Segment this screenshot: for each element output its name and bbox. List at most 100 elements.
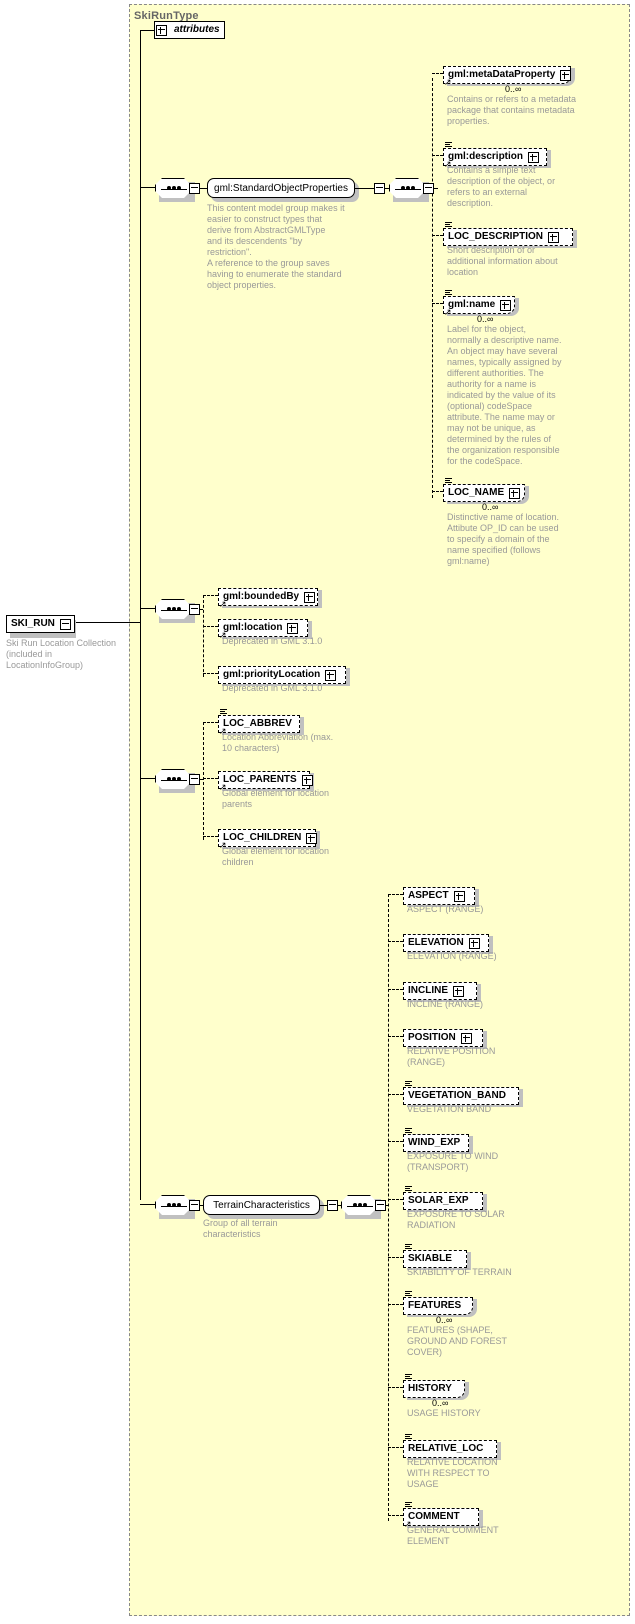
type-frame <box>129 4 630 1616</box>
element-doc: RELATIVE LOCATION WITH RESPECT TO USAGE <box>407 1457 498 1489</box>
spine-location-children <box>203 595 204 677</box>
simple-type-icon <box>405 1081 412 1087</box>
connector-line <box>388 1141 403 1142</box>
element-vegetation-band[interactable]: VEGETATION_BAND <box>403 1081 519 1105</box>
global-ref-arrow-icon: ↗ <box>219 599 227 609</box>
wire-sop-seq <box>383 188 389 189</box>
element-doc: ASPECT (RANGE) <box>407 904 484 914</box>
global-ref-arrow-icon: ↗ <box>444 159 452 169</box>
root-element-label: SKI_RUN <box>11 618 55 629</box>
wire-sop-in <box>355 188 374 189</box>
sequence-compositor-3[interactable] <box>155 599 191 619</box>
element-position[interactable]: POSITION <box>403 1027 483 1047</box>
root-element-ski-run[interactable]: SKI_RUN <box>6 613 75 633</box>
expand-toggle-icon[interactable] <box>287 622 299 634</box>
element-label: gml:location <box>223 622 283 633</box>
expand-toggle-icon[interactable] <box>528 151 540 163</box>
global-ref-arrow-icon: ↗ <box>219 840 227 850</box>
expand-toggle-icon[interactable] <box>301 774 313 786</box>
element-label: SOLAR_EXP <box>408 1195 469 1206</box>
element-gml-location[interactable]: gml:location↗ <box>218 617 308 640</box>
wire-seq1-grp <box>198 188 207 189</box>
wire-attributes <box>140 30 154 31</box>
expand-toggle-icon[interactable] <box>453 985 464 997</box>
terrain-group-collapse-toggle-icon[interactable] <box>327 1200 338 1211</box>
element-label: RELATIVE_LOC <box>408 1443 484 1454</box>
element-loc-name[interactable]: LOC_NAME <box>443 478 525 502</box>
expand-toggle-icon[interactable] <box>460 1032 472 1044</box>
seq3-collapse-toggle-icon[interactable] <box>189 604 200 615</box>
attributes-node[interactable]: attributes <box>154 21 225 41</box>
element-gml-prioritylocation[interactable]: gml:priorityLocation <box>218 664 346 684</box>
global-ref-arrow-icon: ↗ <box>404 1519 412 1529</box>
element-gml-description[interactable]: gml:description↗ <box>443 142 547 169</box>
spine-loc-children <box>203 722 204 840</box>
wire-seq4-spine <box>198 779 203 780</box>
element-gml-metadataproperty[interactable]: gml:metaDataProperty↗ <box>443 64 572 87</box>
global-ref-arrow-icon: ↗ <box>444 307 452 317</box>
element-label: HISTORY <box>408 1383 452 1394</box>
element-solar-exp[interactable]: SOLAR_EXP <box>403 1186 483 1210</box>
element-comment[interactable]: COMMENT↗ <box>403 1502 479 1529</box>
element-loc-children[interactable]: LOC_CHILDREN↗ <box>218 827 318 850</box>
connector-line <box>203 626 218 627</box>
element-skiable[interactable]: SKIABLE <box>403 1244 467 1268</box>
seq2-collapse-toggle-icon[interactable] <box>423 183 434 194</box>
expand-toggle-icon[interactable] <box>548 231 560 243</box>
connector-line <box>432 73 443 74</box>
expand-toggle-icon[interactable] <box>453 890 465 902</box>
element-loc-parents[interactable]: LOC_PARENTS↗ <box>218 769 313 792</box>
simple-type-icon <box>445 222 452 228</box>
model-group-terrain-characteristics[interactable]: TerrainCharacteristics <box>203 1195 320 1215</box>
seq1-collapse-toggle-icon[interactable] <box>189 183 200 194</box>
element-label: FEATURES <box>408 1300 462 1311</box>
sequence-compositor-6[interactable] <box>341 1195 377 1215</box>
expand-toggle-icon[interactable] <box>560 69 572 81</box>
wire-seq5-grp <box>198 1205 207 1206</box>
element-label: ELEVATION <box>408 937 464 948</box>
element-loc-description[interactable]: LOC_DESCRIPTION <box>443 222 573 246</box>
element-label: LOC_CHILDREN <box>223 832 302 843</box>
sop-collapse-toggle-icon[interactable] <box>374 183 385 194</box>
connector-line <box>203 595 218 596</box>
expand-toggle-icon[interactable] <box>325 669 337 681</box>
element-gml-boundedby[interactable]: gml:boundedBy↗ <box>218 586 318 609</box>
element-doc: Distinctive name of location. Attibute O… <box>447 512 560 566</box>
sequence-compositor-5[interactable] <box>155 1195 191 1215</box>
wire-seq6-spine <box>384 1205 388 1206</box>
element-doc: INCLINE (RANGE) <box>407 999 484 1009</box>
sequence-compositor-4[interactable] <box>155 769 191 789</box>
connector-line <box>432 303 443 304</box>
global-ref-arrow-icon: ↗ <box>444 77 452 87</box>
expand-toggle-icon[interactable] <box>468 937 480 949</box>
wire-seq3 <box>140 608 155 609</box>
collapse-toggle-icon[interactable] <box>59 618 71 630</box>
expand-toggle-icon[interactable] <box>500 299 512 311</box>
wire-terrain-grp-out <box>320 1205 327 1206</box>
element-aspect[interactable]: ASPECT <box>403 885 475 905</box>
expand-toggle-icon[interactable] <box>156 24 167 36</box>
seq4-collapse-toggle-icon[interactable] <box>189 774 200 785</box>
element-doc: Label for the object, normally a descrip… <box>447 324 562 466</box>
element-doc: Contains or refers to a metadata package… <box>447 94 577 126</box>
element-elevation[interactable]: ELEVATION <box>403 932 489 952</box>
element-features[interactable]: FEATURES <box>403 1291 473 1315</box>
seq5-collapse-toggle-icon[interactable] <box>189 1200 200 1211</box>
element-wind-exp[interactable]: WIND_EXP <box>403 1128 469 1152</box>
seq6-collapse-toggle-icon[interactable] <box>375 1200 386 1211</box>
element-history[interactable]: HISTORY <box>403 1374 465 1398</box>
connector-line <box>203 836 218 837</box>
element-loc-abbrev[interactable]: LOC_ABBREV↗ <box>218 709 300 736</box>
element-incline[interactable]: INCLINE <box>403 980 477 1000</box>
element-relative-loc[interactable]: RELATIVE_LOC <box>403 1434 497 1458</box>
model-group-doc: This content model group makes it easier… <box>207 203 345 290</box>
sequence-compositor-2[interactable] <box>389 178 425 198</box>
sequence-compositor-1[interactable] <box>155 178 191 198</box>
model-group-standard-object-properties[interactable]: gml:StandardObjectProperties <box>207 178 355 198</box>
expand-toggle-icon[interactable] <box>509 487 521 499</box>
element-gml-name[interactable]: gml:name↗ <box>443 290 515 317</box>
expand-toggle-icon[interactable] <box>304 591 316 603</box>
element-doc: ELEVATION (RANGE) <box>407 951 497 961</box>
terrain-group-doc: Group of all terrain characteristics <box>203 1218 278 1239</box>
expand-toggle-icon[interactable] <box>306 832 318 844</box>
